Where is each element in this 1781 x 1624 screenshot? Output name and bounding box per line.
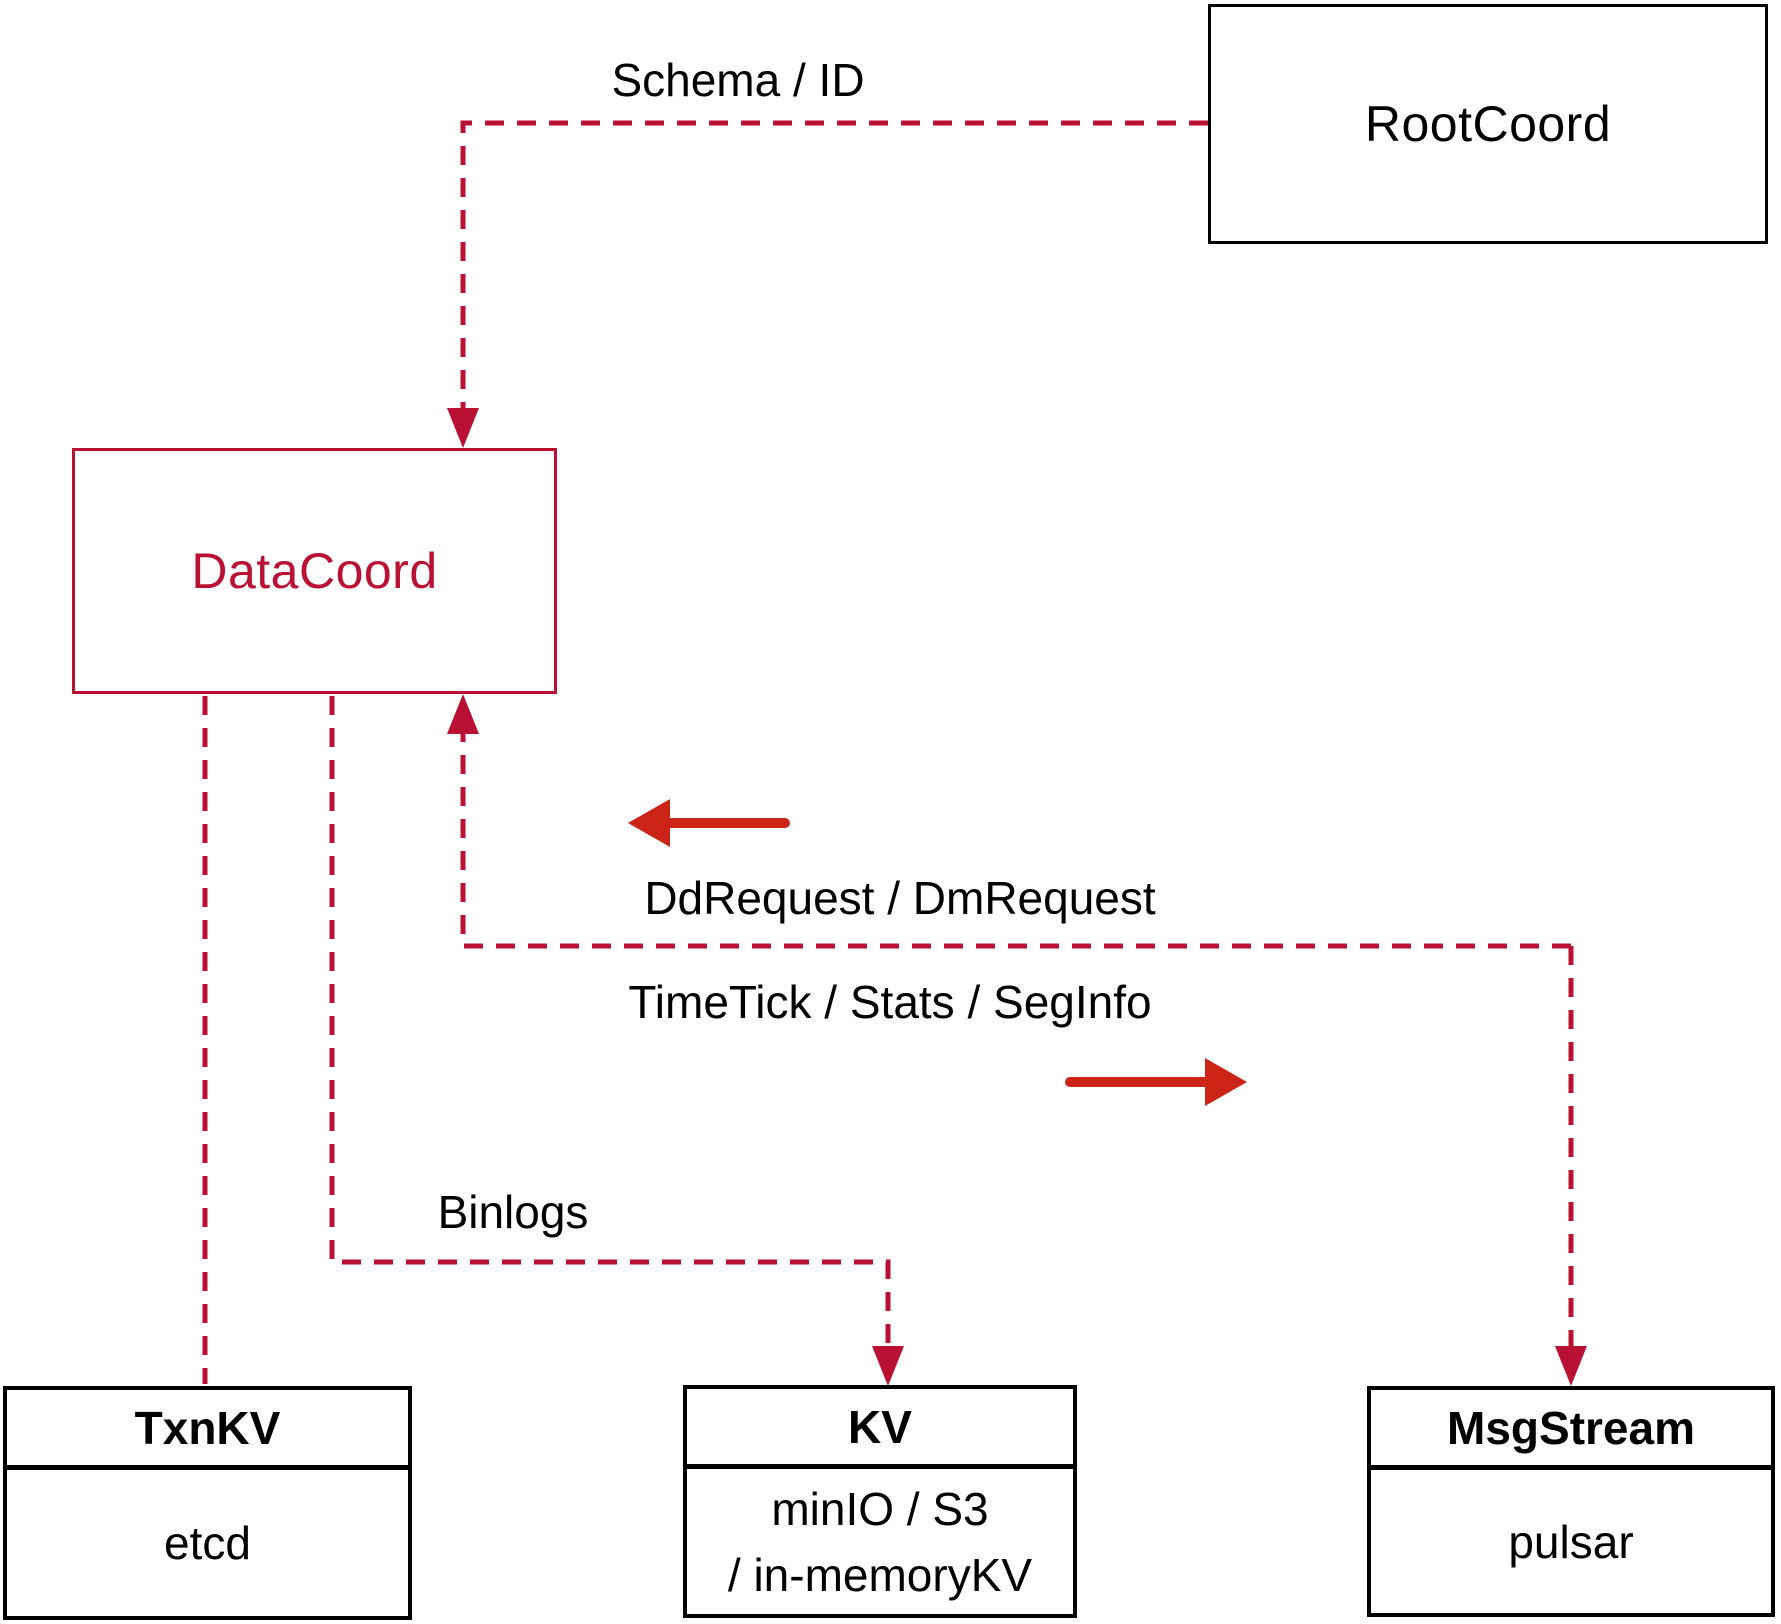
node-txnkv: TxnKV etcd xyxy=(3,1386,412,1620)
binlogs-connector xyxy=(329,696,891,1348)
kv-header: KV xyxy=(687,1389,1073,1469)
kv-body-line1: minIO / S3 xyxy=(771,1482,989,1535)
txnkv-body-label: etcd xyxy=(164,1517,251,1569)
ddrequest-connector xyxy=(460,734,1571,949)
node-kv: KV minIO / S3 / in-memoryKV xyxy=(683,1385,1077,1618)
txnkv-header: TxnKV xyxy=(7,1390,408,1470)
arrowhead-down-kv-icon xyxy=(872,1346,904,1386)
rootcoord-label: RootCoord xyxy=(1364,96,1612,152)
edge-label-schema-id: Schema / ID xyxy=(611,54,865,106)
node-datacoord: DataCoord xyxy=(72,448,557,694)
msgstream-body-label: pulsar xyxy=(1508,1515,1634,1568)
direction-arrow-left-icon xyxy=(628,799,790,847)
edge-label-dd-request: DdRequest / DmRequest xyxy=(644,872,1156,924)
node-rootcoord: RootCoord xyxy=(1208,4,1768,244)
arrowhead-down-msgstream-icon xyxy=(1555,1346,1587,1386)
node-msgstream: MsgStream pulsar xyxy=(1367,1386,1775,1617)
arrowhead-down-datacoord-icon xyxy=(447,408,479,448)
arrowhead-up-datacoord-icon xyxy=(447,694,479,734)
schema-id-connector xyxy=(460,120,1208,410)
edge-label-timetick: TimeTick / Stats / SegInfo xyxy=(628,976,1152,1028)
direction-arrow-right-icon xyxy=(1065,1058,1247,1106)
kv-body-line2: / in-memoryKV xyxy=(727,1548,1033,1601)
msgstream-header: MsgStream xyxy=(1371,1390,1771,1470)
edge-label-binlogs: Binlogs xyxy=(437,1186,589,1238)
datacoord-label: DataCoord xyxy=(191,543,438,599)
